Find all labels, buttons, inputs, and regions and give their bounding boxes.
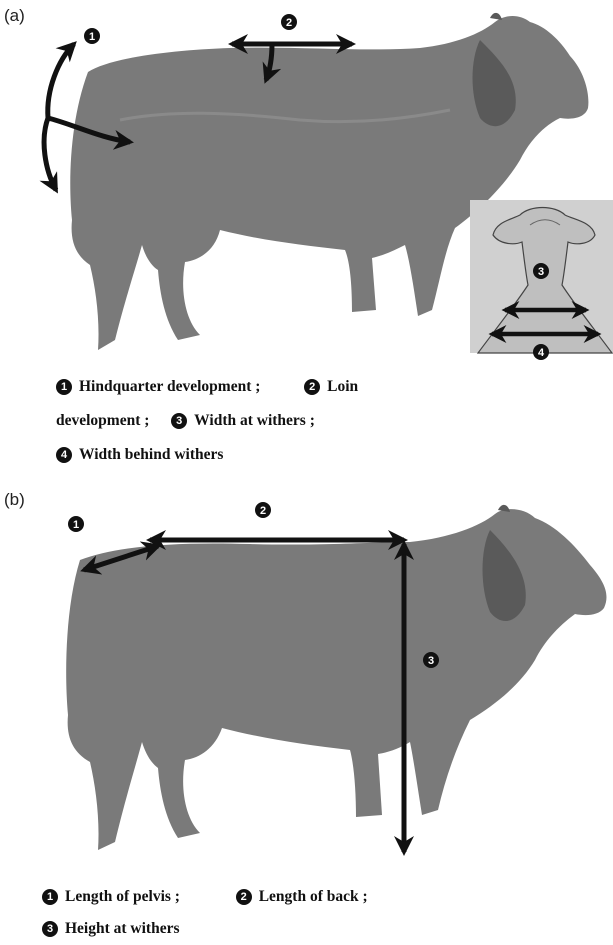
caption-loin: Loin (327, 378, 358, 395)
withers-inset: 3 4 (470, 200, 613, 360)
num-badge-3: 3 (171, 413, 187, 429)
marker-1-b: 1 (68, 516, 84, 532)
svg-text:3: 3 (428, 655, 434, 667)
num-badge-b3: 3 (42, 921, 58, 937)
marker-2-a: 2 (281, 14, 297, 30)
caption-loin-development: development ; (56, 412, 149, 429)
caption-b-line-1: 1 Length of pelvis ; 2 Length of back ; (42, 888, 368, 906)
num-badge-b2: 2 (236, 889, 252, 905)
svg-text:2: 2 (260, 505, 266, 517)
num-badge-4: 4 (56, 447, 72, 463)
cattle-side-illustration-b (66, 505, 606, 850)
caption-length-of-back: Length of back ; (259, 888, 368, 905)
svg-text:1: 1 (73, 519, 79, 531)
svg-text:1: 1 (89, 31, 95, 43)
panel-b-figure: 1 2 3 (0, 490, 613, 870)
caption-width-behind-withers: Width behind withers (79, 446, 223, 463)
num-badge-b1: 1 (42, 889, 58, 905)
caption-a-line-2: development ; 3 Width at withers ; (56, 412, 315, 430)
num-badge-1: 1 (56, 379, 72, 395)
svg-text:2: 2 (286, 17, 292, 29)
svg-text:4: 4 (538, 347, 545, 359)
caption-height-at-withers: Height at withers (65, 920, 180, 937)
caption-width-at-withers: Width at withers ; (194, 412, 315, 429)
caption-hindquarter: Hindquarter development ; (79, 378, 260, 395)
caption-a-line-3: 4 Width behind withers (56, 446, 223, 464)
svg-text:3: 3 (538, 266, 544, 278)
caption-a-line-1: 1 Hindquarter development ; 2 Loin (56, 378, 358, 396)
caption-b-line-2: 3 Height at withers (42, 920, 180, 938)
marker-2-b: 2 (255, 502, 271, 518)
num-badge-2: 2 (304, 379, 320, 395)
caption-length-of-pelvis: Length of pelvis ; (65, 888, 180, 905)
marker-1-a: 1 (84, 28, 100, 44)
panel-a-figure: 1 2 3 4 (0, 0, 613, 370)
marker-3-b: 3 (423, 652, 439, 668)
